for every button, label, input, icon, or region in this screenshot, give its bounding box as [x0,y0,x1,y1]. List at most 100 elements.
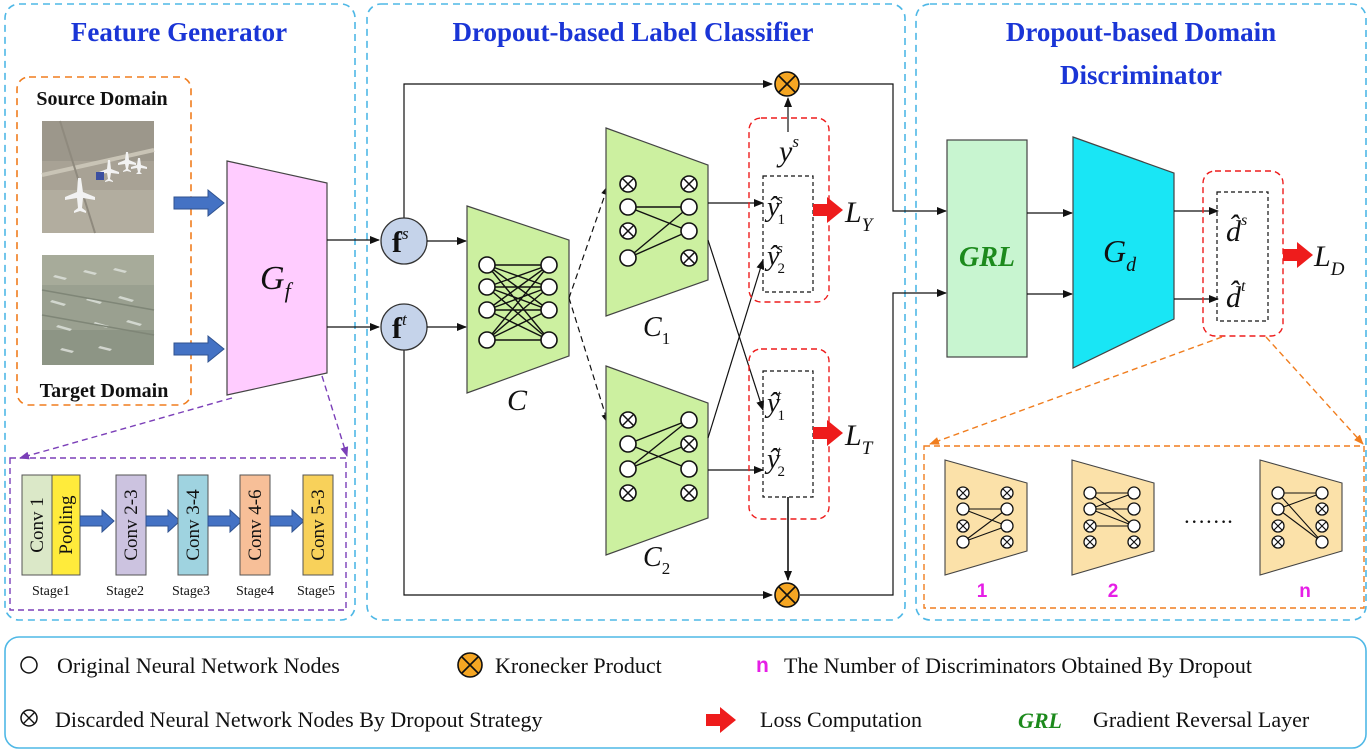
classifier-c2 [605,365,709,556]
c-to-c1-arrow [568,185,609,299]
c2-dropped-node [680,484,698,502]
ly-label: LY [844,196,875,236]
c-to-c2-arrow [568,297,610,424]
c2-label: C2 [643,542,670,578]
legend-grl-symbol: GRL [1018,708,1062,733]
legend-discarded-nodes: Discarded Neural Network Nodes By Dropou… [55,707,543,732]
stage3-block: Conv 3-4 [177,474,209,576]
c2-dropped-node [619,484,637,502]
discriminator-2 [1071,459,1155,576]
c1-node [680,222,698,240]
c2-node [680,411,698,429]
c1-node [619,198,637,216]
disc-callout-left [929,336,1223,445]
kron-bottom-to-grl-line [800,289,947,596]
discriminator-ellipsis: ……. [1183,503,1233,528]
conv2-label: Conv 2-3 [121,489,142,560]
c2-dropped-node [680,435,698,453]
discriminators-box [923,445,1365,609]
stage4-label: Stage4 [236,584,274,599]
discriminator-2-label: 2 [1108,581,1119,602]
stage4-arrow [269,509,305,533]
source-to-gf-arrow [173,189,225,217]
domain-images-box [16,76,192,406]
conv3-label: Conv 3-4 [183,489,204,561]
d-hat-s: d̂s [1226,212,1247,248]
svg-text:ft: ft [392,310,408,345]
c2-node [680,460,698,478]
c-label: C [507,384,528,417]
domain-prediction-box [1216,191,1269,322]
source-feature-node: fs [380,217,428,265]
loss-arrow-ld [1283,242,1313,268]
gf-label: Gf [260,260,294,303]
source-domain-image [41,120,155,234]
d-hat-t: d̂t [1226,278,1246,314]
legend-kronecker: Kronecker Product [495,653,662,678]
stage1-arrow [79,509,115,533]
c1-connections [627,206,690,259]
c2-dropped-node [619,411,637,429]
stage2-label: Stage2 [106,584,144,599]
c-output-node [540,301,558,319]
domain-discriminator-panel [915,3,1367,621]
legend-panel [4,636,1367,749]
legend-original-nodes: Original Neural Network Nodes [57,653,340,678]
original-node-icon [20,656,38,674]
legend-n-symbol: n [756,654,769,677]
c1-label: C1 [643,312,670,348]
feature-generator-panel [4,3,356,621]
lt-label: LT [844,419,874,459]
c-input-node [478,278,496,296]
c-output-node [540,278,558,296]
kron-top-to-grl-line [800,83,947,215]
stage3-label: Stage3 [172,584,210,599]
disc-callout-right [1265,336,1364,445]
c-input-node [478,331,496,349]
legend-grl-text: Gradient Reversal Layer [1093,707,1310,732]
feature-generator-title: Feature Generator [71,17,287,47]
c1-dropped-node [680,249,698,267]
c1-dropped-node [619,222,637,240]
loss-arrow-icon [706,707,736,733]
shared-classifier-c [466,205,570,394]
target-feature-node: ft [380,303,428,351]
stage2-arrow [145,509,181,533]
label-classifier-title: Dropout-based Label Classifier [452,17,813,47]
c1-node [619,249,637,267]
c2-to-ys2-line [707,259,765,439]
stage1-label: Stage1 [32,584,70,599]
loss-arrow-lt [813,420,843,446]
y-hat-s1: ŷ1s [764,192,785,228]
backbone-stages-box [9,457,347,611]
c-input-node [478,301,496,319]
conv5-label: Conv 5-3 [308,489,329,560]
target-domain-label: Target Domain [40,380,169,402]
classifier-c1 [605,127,709,317]
c-input-node [478,256,496,274]
svg-text:fs: fs [392,224,409,259]
kronecker-top [774,71,800,97]
gd-label: Gd [1103,233,1137,276]
legend-n-text: The Number of Discriminators Obtained By… [784,653,1252,678]
conv1-label: Conv 1 [27,497,48,552]
grl-label: GRL [959,242,1015,273]
kronecker-icon [457,652,483,678]
c2-node [619,435,637,453]
domain-discriminator-title-2: Discriminator [1060,60,1222,90]
source-prediction-box [762,175,814,293]
stage3-arrow [207,509,243,533]
domain-discriminator-title-1: Dropout-based Domain [1006,17,1276,47]
discriminator-1-label: 1 [977,581,988,602]
c1-dropped-node [619,175,637,193]
ld-label: LD [1313,240,1345,280]
discriminator-n [1259,459,1343,576]
ft-bypass-line [403,346,773,599]
dropped-node-icon [20,709,38,727]
stage4-block: Conv 4-6 [239,474,271,576]
stage1-block: Conv 1 Pooling [21,474,81,576]
ys-label: ys [776,132,799,168]
c-output-node [540,256,558,274]
c-network [486,264,550,341]
target-to-gf-arrow [173,335,225,363]
